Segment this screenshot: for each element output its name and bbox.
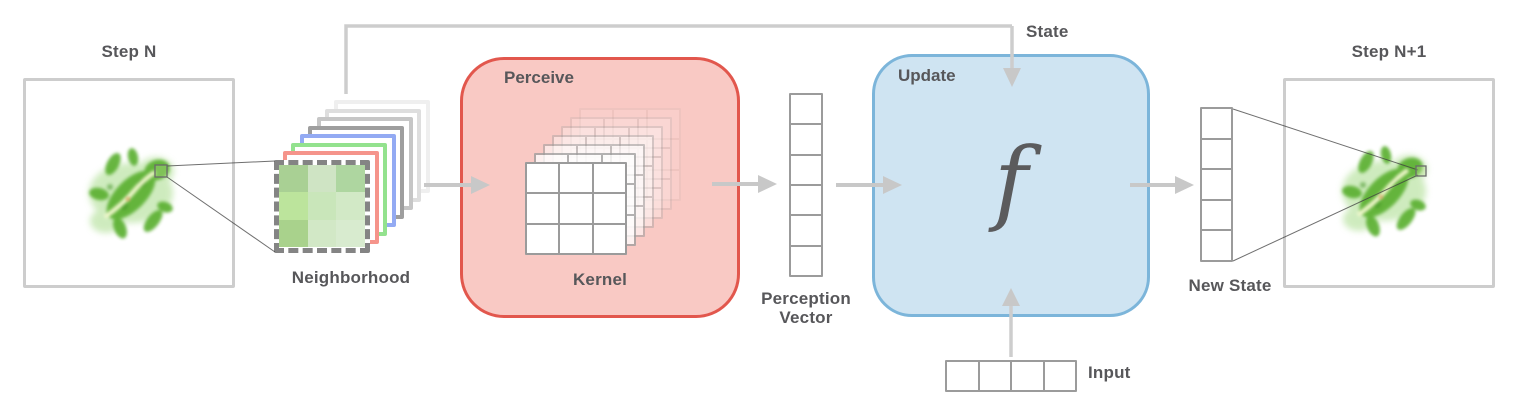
kernel-cell bbox=[593, 164, 625, 193]
perceive-title: Perceive bbox=[504, 68, 574, 87]
input-vector bbox=[945, 360, 1077, 392]
kernel-cell bbox=[647, 140, 679, 169]
kernel-cell bbox=[638, 119, 670, 148]
update-title: Update bbox=[898, 66, 956, 85]
step-n-frame bbox=[23, 78, 235, 288]
step-n-label: Step N bbox=[101, 42, 157, 61]
vector-cell bbox=[791, 186, 821, 215]
kernel-cell bbox=[581, 110, 613, 139]
perceive-to-vector-arrow-head bbox=[758, 175, 777, 193]
neighborhood-pixel bbox=[336, 164, 365, 193]
perception-vector-label: Perception Vector bbox=[744, 289, 868, 327]
kernel-cell bbox=[560, 194, 592, 223]
kernel-cell bbox=[614, 110, 646, 139]
new-state-vector bbox=[1200, 107, 1233, 262]
step-n-plus-1-frame bbox=[1283, 78, 1495, 288]
neighborhood-pixel bbox=[279, 192, 308, 220]
neighborhood-pixel bbox=[279, 219, 308, 248]
kernel-cell bbox=[593, 224, 625, 253]
vector-cell bbox=[791, 125, 821, 154]
kernel-stack bbox=[525, 108, 695, 258]
neighborhood-pixel bbox=[307, 192, 337, 220]
kernel-cell bbox=[527, 194, 559, 223]
input-label: Input bbox=[1088, 363, 1131, 382]
vector-cell bbox=[947, 362, 978, 390]
vector-cell bbox=[791, 155, 821, 184]
state-label: State bbox=[1026, 22, 1069, 41]
vector-cell bbox=[1044, 362, 1075, 390]
vector-cell bbox=[1202, 170, 1231, 199]
new-state-label: New State bbox=[1188, 276, 1272, 295]
update-box bbox=[872, 54, 1150, 317]
kernel-cell bbox=[560, 224, 592, 253]
kernel-cell bbox=[605, 119, 637, 148]
neighborhood-pixel-grid bbox=[279, 164, 365, 248]
vector-cell bbox=[1012, 362, 1043, 390]
vector-cell bbox=[1202, 139, 1231, 169]
vector-cell bbox=[979, 362, 1010, 390]
vector-cell bbox=[1202, 231, 1231, 260]
vector-cell bbox=[791, 95, 821, 124]
vector-cell bbox=[791, 246, 821, 275]
kernel-cell bbox=[593, 194, 625, 223]
kernel-cell bbox=[560, 164, 592, 193]
kernel-layer bbox=[525, 162, 627, 255]
neighborhood-pixel bbox=[279, 164, 308, 193]
neighborhood-pixel bbox=[336, 192, 365, 220]
vector-cell bbox=[1202, 200, 1231, 230]
kernel-cell bbox=[572, 119, 604, 148]
neighborhood-stack bbox=[274, 100, 444, 260]
update-function-symbol: f bbox=[993, 128, 1029, 235]
neighborhood-front-cell bbox=[274, 159, 370, 253]
kernel-cell bbox=[527, 224, 559, 253]
gecko-image-step-n bbox=[76, 131, 186, 246]
kernel-cell bbox=[527, 164, 559, 193]
neighborhood-pixel bbox=[307, 219, 337, 248]
vector-cell bbox=[1202, 109, 1231, 138]
neighborhood-pixel bbox=[336, 219, 365, 248]
gecko-image-step-n-plus-1 bbox=[1329, 129, 1439, 244]
perception-vector-label-line2: Vector bbox=[779, 308, 833, 327]
kernel-label: Kernel bbox=[572, 270, 628, 289]
vector-cell bbox=[791, 216, 821, 245]
perception-vector-label-line1: Perception bbox=[761, 289, 851, 308]
perception-vector bbox=[789, 93, 823, 277]
kernel-cell bbox=[647, 170, 679, 199]
update-to-newstate-arrow-head bbox=[1175, 176, 1194, 194]
kernel-cell bbox=[647, 110, 679, 139]
neighborhood-pixel bbox=[307, 164, 337, 193]
step-n-plus-1-label: Step N+1 bbox=[1351, 42, 1427, 61]
neighborhood-label: Neighborhood bbox=[291, 268, 411, 287]
